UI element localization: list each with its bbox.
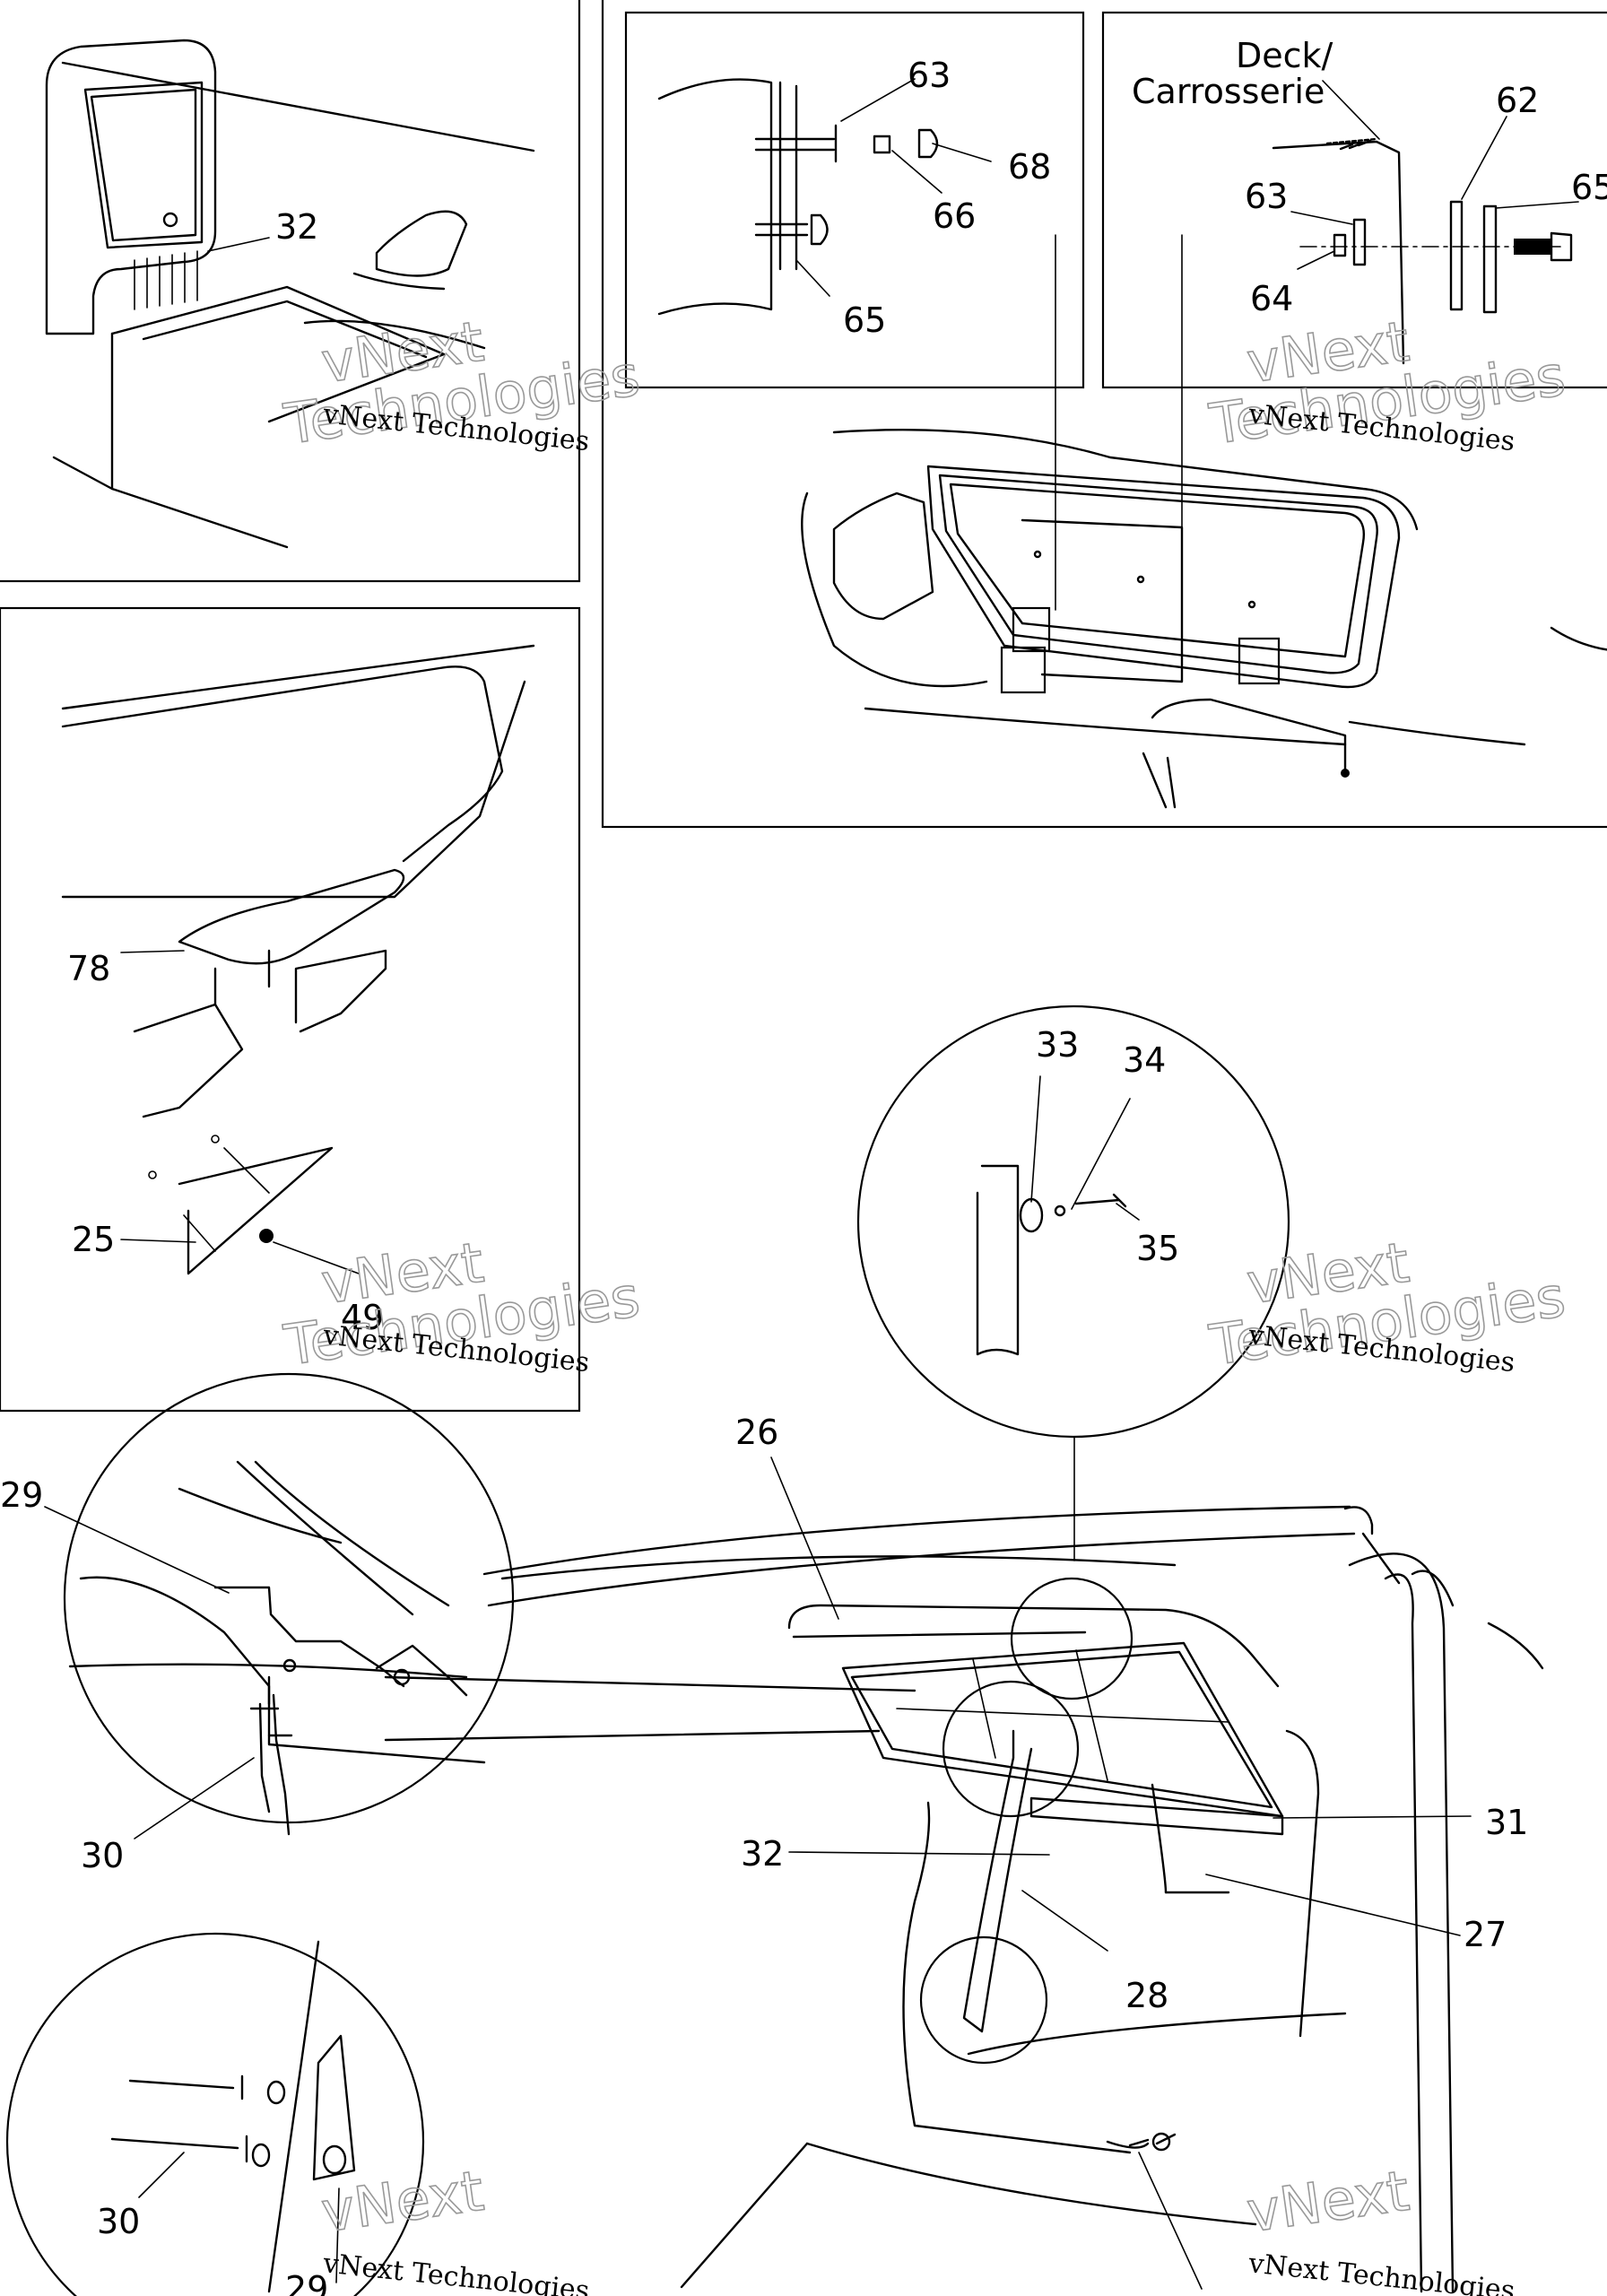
panel-mid-left xyxy=(0,606,581,1413)
callout-64: 64 xyxy=(1250,279,1293,318)
watermark-2: vNext Technologies vNext Technologies xyxy=(1204,308,1569,458)
callout-34: 34 xyxy=(1123,1040,1166,1080)
callout-63-deck: 63 xyxy=(1245,177,1288,216)
callout-65-deck: 65 xyxy=(1571,168,1607,207)
detail-box-deck xyxy=(1101,11,1607,389)
callout-62: 62 xyxy=(1496,81,1539,120)
panel-top-left xyxy=(0,0,581,583)
callout-78: 78 xyxy=(67,949,110,988)
watermark-3: vNext Technologies vNext Technologies xyxy=(279,1229,644,1379)
deck-label-line1: Deck/ xyxy=(1236,36,1333,75)
panel-frames xyxy=(0,0,1607,1413)
panel-top-right xyxy=(601,0,1607,829)
svg-text:vNext Technologies: vNext Technologies xyxy=(1247,2248,1516,2296)
callout-30-upper: 30 xyxy=(81,1836,124,1875)
callout-65-top: 65 xyxy=(843,300,886,340)
watermark-5: vNext vNext Technologies xyxy=(317,2157,591,2296)
callout-27: 27 xyxy=(1464,1915,1507,1954)
rivet-circle-detail-upper xyxy=(63,1372,515,1836)
detail-box-bolt xyxy=(624,11,1085,389)
svg-text:vNext: vNext xyxy=(317,2158,488,2245)
watermark-6: vNext vNext Technologies xyxy=(1242,2157,1516,2296)
callout-29-upper: 29 xyxy=(0,1475,43,1515)
rivet-circle-detail-lower xyxy=(5,1932,425,2296)
main-hull-drawing xyxy=(384,1505,1544,2293)
callout-63-top: 63 xyxy=(908,56,951,95)
callout-31: 31 xyxy=(1485,1803,1528,1842)
callout-29-lower: 29 xyxy=(285,2269,328,2296)
callout-25: 25 xyxy=(72,1220,115,1259)
svg-text:vNext: vNext xyxy=(1243,2158,1413,2245)
callout-32-top: 32 xyxy=(275,207,318,247)
callout-labels: 32 63 68 66 65 62 63 65 64 Deck/ Carross… xyxy=(0,36,1607,2296)
callout-35: 35 xyxy=(1136,1229,1179,1268)
callout-30-lower: 30 xyxy=(97,2202,140,2241)
storage-box-drawing xyxy=(45,39,535,549)
watermarks: vNext Technologies vNext Technologies vN… xyxy=(279,308,1569,2296)
callout-26: 26 xyxy=(735,1413,778,1452)
armrest-drawing xyxy=(61,644,535,1275)
boat-interior-drawing xyxy=(801,234,1607,809)
callout-28: 28 xyxy=(1125,1976,1168,2015)
callout-68: 68 xyxy=(1008,147,1051,187)
callout-66: 66 xyxy=(933,196,976,236)
leader-lines xyxy=(44,78,1579,2290)
callout-32-main: 32 xyxy=(741,1834,784,1874)
deck-detail-drawing xyxy=(1272,137,1573,365)
bolt-detail-drawing xyxy=(657,78,939,316)
callout-33: 33 xyxy=(1036,1025,1079,1065)
hinge-circle-detail xyxy=(856,1004,1290,1561)
callout-49: 49 xyxy=(341,1298,384,1337)
deck-label-line2: Carrosserie xyxy=(1132,72,1325,111)
watermark-4: vNext Technologies vNext Technologies xyxy=(1204,1229,1569,1379)
